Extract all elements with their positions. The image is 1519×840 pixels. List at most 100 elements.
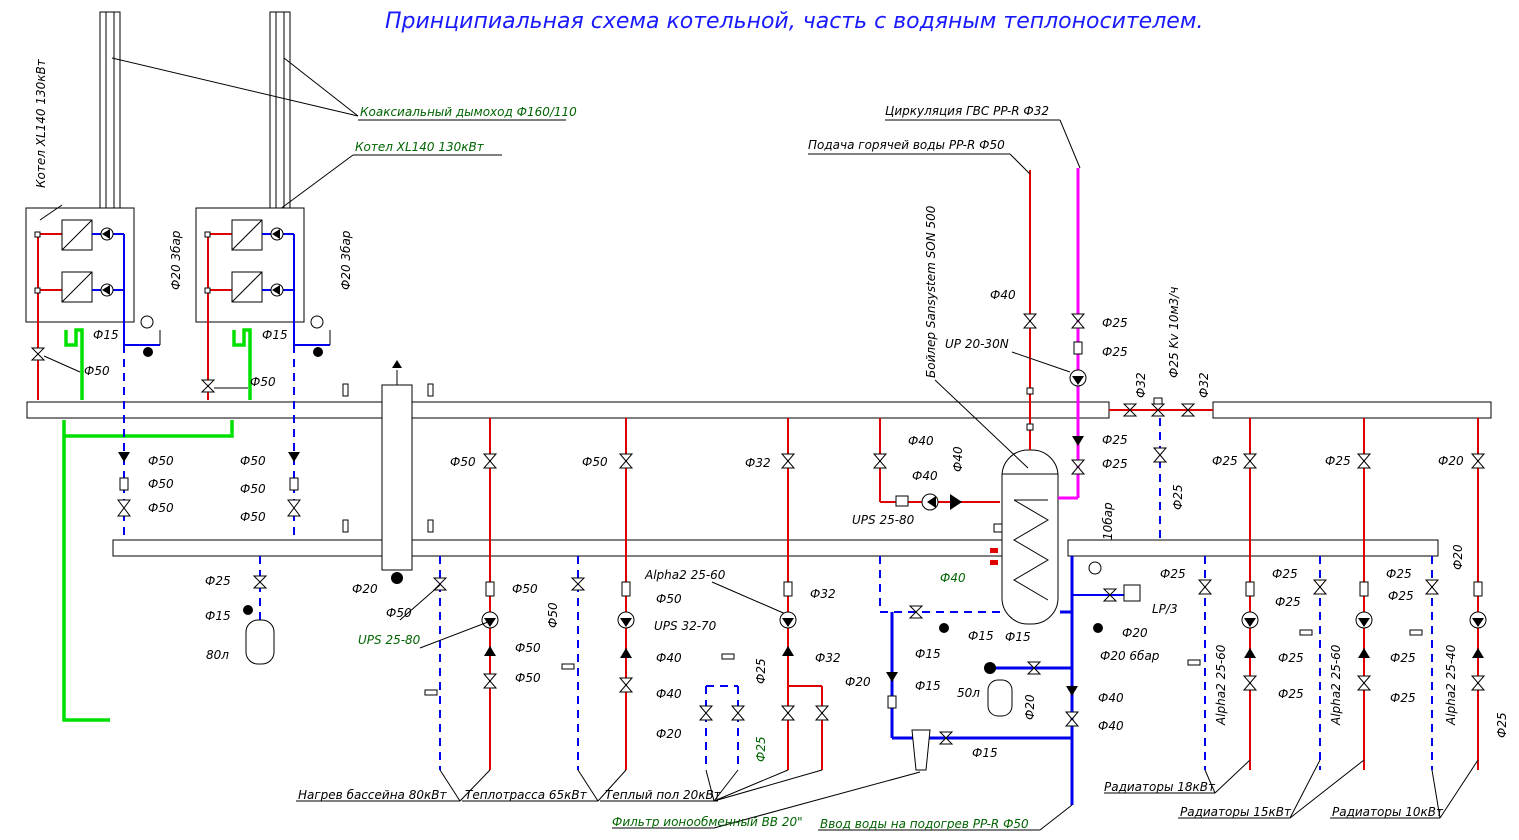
svg-text:Ф32: Ф32 [1197, 372, 1211, 398]
footer-leaders [296, 759, 1479, 831]
svg-text:Ф32: Ф32 [810, 587, 836, 601]
svg-text:Ф50: Ф50 [546, 602, 560, 628]
svg-text:UPS 32-70: UPS 32-70 [654, 619, 717, 633]
svg-text:Ф25: Ф25 [1102, 316, 1128, 330]
safety-group-1: Ф20 3бар [124, 230, 183, 357]
svg-text:Ф40: Ф40 [951, 446, 965, 472]
footer-rad10: Радиаторы 10кВт [1332, 805, 1444, 819]
footer-water-in: Ввод воды на подогрев PP-R Ф50 [820, 817, 1029, 831]
dhw-supply: Ф40 Подача горячей воды PP-R Ф50 [808, 138, 1038, 450]
svg-text:Ф25: Ф25 [1102, 433, 1128, 447]
svg-text:UPS 25-80: UPS 25-80 [852, 513, 915, 527]
svg-text:UP 20-30N: UP 20-30N [945, 337, 1009, 351]
chimney-2 [269, 11, 291, 209]
svg-text:Ф25: Ф25 [1102, 345, 1128, 359]
svg-text:Ф25: Ф25 [754, 736, 768, 762]
boiler-1 [25, 204, 135, 400]
svg-text:LP/3: LP/3 [1152, 602, 1178, 616]
dim-label: Ф15 [93, 328, 119, 342]
svg-text:Ф20 6бар: Ф20 6бар [1100, 649, 1160, 663]
dim-label: Ф15 [262, 328, 288, 342]
svg-text:Ф50: Ф50 [148, 477, 174, 491]
svg-text:Alpha2 25-60: Alpha2 25-60 [1329, 644, 1343, 726]
return-fittings-2: Ф50 Ф50 Ф50 [240, 452, 301, 524]
svg-text:Ф50: Ф50 [240, 482, 266, 496]
svg-text:Ф20: Ф20 [845, 675, 871, 689]
svg-text:Ф50: Ф50 [515, 671, 541, 685]
svg-text:Ф20: Ф20 [656, 727, 682, 741]
footer-rad18: Радиаторы 18кВт [1104, 780, 1216, 794]
svg-text:Ф15: Ф15 [915, 647, 941, 661]
leader-chimney-2 [283, 57, 359, 117]
svg-text:Ф50: Ф50 [515, 641, 541, 655]
circuit-radiators-15: Ф25 Ф25 Ф25 Ф25 Ф25 Alpha2 25-60 [1272, 418, 1416, 770]
svg-text:Ф15: Ф15 [915, 679, 941, 693]
svg-text:Ф25: Ф25 [205, 574, 231, 588]
svg-text:Ф25: Ф25 [1278, 651, 1304, 665]
svg-text:Ф40: Ф40 [656, 687, 682, 701]
svg-text:Alpha2 25-60: Alpha2 25-60 [644, 568, 726, 582]
svg-text:10бар: 10бар [1101, 502, 1115, 540]
svg-text:Ф20: Ф20 [1122, 626, 1148, 640]
circuit-floor: Ф32 Ф32 Ф32 Ф20 Ф20 Ф25 Ф25 [656, 418, 871, 770]
svg-text:Ф50: Ф50 [656, 592, 682, 606]
svg-text:Ф25 Kv 10м3/ч: Ф25 Kv 10м3/ч [1167, 287, 1181, 378]
safety-group-tank: LP/3 Ф20 Ф20 6бар 10бар [1072, 502, 1178, 663]
supply-header [26, 401, 1110, 419]
safety-group-2: Ф20 3бар [294, 230, 353, 357]
svg-text:Ф40: Ф40 [1098, 691, 1124, 705]
condensate-line-1 [64, 328, 84, 400]
svg-text:Ф50: Ф50 [240, 454, 266, 468]
svg-text:80л: 80л [206, 648, 229, 662]
footer-heatline: Теплотрасса 65кВт [465, 788, 588, 802]
svg-text:Ф50: Ф50 [582, 455, 608, 469]
condensate-drain [62, 420, 234, 722]
footer-filter: Фильтр ионообменный ВВ 20" [612, 815, 803, 829]
svg-text:Ф50: Ф50 [84, 364, 110, 378]
circuit-radiators-18: Ф25 Ф25 Ф25 Ф25 Ф25 Alpha2 25-60 [1160, 418, 1304, 770]
svg-text:Ф40: Ф40 [940, 571, 966, 585]
circuit-heatline: Ф50 Ф50 Ф50 UPS 32-70 Ф40 Ф40 Alpha2 25-… [546, 418, 789, 770]
chimney-1 [99, 11, 121, 209]
svg-text:UPS 25-80: UPS 25-80 [358, 633, 421, 647]
svg-text:Ф20: Ф20 [1451, 544, 1465, 570]
valve-boiler-2: Ф50 [200, 375, 276, 393]
svg-text:Ф25: Ф25 [1388, 589, 1414, 603]
cold-water-inlet: Ф40 Ф15 Ф15 Ф15 Ф15 Ф40 Ф40 Ф15 50л Ф20 [879, 556, 1124, 805]
svg-text:Ф20: Ф20 [352, 582, 378, 596]
condensate-line-2 [232, 328, 252, 400]
diagram-title: Принципиальная схема котельной, часть с … [385, 9, 1203, 34]
svg-text:Ф20: Ф20 [1023, 694, 1037, 720]
footer-pool: Нагрев бассейна 80кВт [298, 788, 447, 802]
svg-text:Ф15: Ф15 [1005, 630, 1031, 644]
svg-text:Циркуляция ГВС PP-R Ф32: Циркуляция ГВС PP-R Ф32 [885, 104, 1049, 118]
svg-text:Ф32: Ф32 [745, 456, 771, 470]
svg-text:Ф50: Ф50 [240, 510, 266, 524]
return-header-right [1067, 539, 1439, 557]
footer-rad15: Радиаторы 15кВт [1180, 805, 1292, 819]
svg-text:Ф40: Ф40 [908, 434, 934, 448]
svg-text:Ф25: Ф25 [1212, 454, 1238, 468]
svg-text:Ф50: Ф50 [512, 582, 538, 596]
svg-text:Ф50: Ф50 [250, 375, 276, 389]
boiler-label: Котел XL140 130кВт [355, 140, 485, 154]
svg-text:Ф15: Ф15 [972, 746, 998, 760]
svg-text:Ф40: Ф40 [990, 288, 1016, 302]
return-fittings-1: Ф50 Ф50 Ф50 [117, 452, 174, 517]
svg-text:Ф20 3бар: Ф20 3бар [169, 230, 183, 290]
svg-text:Ф40: Ф40 [912, 469, 938, 483]
valve-boiler-1: Ф50 [30, 347, 110, 378]
svg-text:Ф25: Ф25 [1278, 687, 1304, 701]
dhw-circulation: Ф25 Ф25 UP 20-30N Ф25 Ф25 Циркуляция ГВС… [885, 104, 1128, 500]
circuit-pool: Ф50 Ф50 Ф50 Ф50 Ф50 UPS 25-80 [358, 418, 541, 770]
svg-text:Ф25: Ф25 [1160, 567, 1186, 581]
footer-floor: Теплый пол 20кВт [605, 788, 722, 802]
leader-chimney-1 [111, 57, 359, 117]
svg-text:Ф25: Ф25 [1272, 567, 1298, 581]
supply-header-right [1212, 401, 1492, 419]
svg-text:50л: 50л [957, 686, 980, 700]
svg-text:Ф25: Ф25 [1325, 454, 1351, 468]
header-bypass: Ф32 Ф32 Ф25 Kv 10м3/ч Ф25 [1109, 287, 1213, 540]
svg-text:Ф50: Ф50 [148, 501, 174, 515]
